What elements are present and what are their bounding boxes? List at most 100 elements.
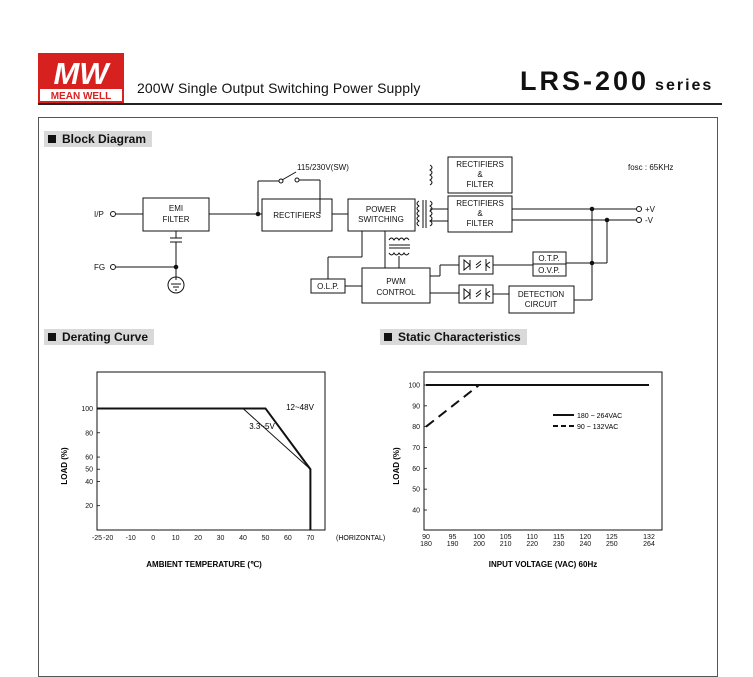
derating-y-tick: 40 xyxy=(85,479,93,486)
series-name: LRS-200 xyxy=(520,66,650,96)
derating-label-12-48v: 12~48V xyxy=(286,403,314,412)
static-y-tick: 80 xyxy=(412,424,420,431)
derating-x-tick: 40 xyxy=(239,535,247,542)
doc-subtitle: 200W Single Output Switching Power Suppl… xyxy=(137,80,421,96)
derating-y-tick: 50 xyxy=(85,467,93,474)
static-x-tick: 190 xyxy=(447,541,459,548)
derating-x-tick: 30 xyxy=(217,535,225,542)
emi-label: EMI xyxy=(169,204,183,213)
ovp-label: O.V.P. xyxy=(538,266,560,275)
derating-x-suffix: (HORIZONTAL) xyxy=(336,535,385,542)
section-title: Block Diagram xyxy=(62,132,147,146)
olp-label: O.L.P. xyxy=(317,282,339,291)
static-x-tick: 95 xyxy=(449,534,457,541)
fg-label: FG xyxy=(94,263,105,272)
power-label: SWITCHING xyxy=(358,215,404,224)
detection-label: CIRCUIT xyxy=(525,300,558,309)
legend-label: 180 ~ 264VAC xyxy=(577,413,622,420)
svg-text:MEAN WELL: MEAN WELL xyxy=(51,91,112,102)
static-y-tick: 70 xyxy=(412,445,420,452)
static-series-line xyxy=(425,384,649,428)
static-x-tick: 132 xyxy=(643,534,655,541)
switch-label: 115/230V(SW) xyxy=(297,163,349,172)
static-y-tick: 60 xyxy=(412,466,420,473)
series-title: LRS-200 series xyxy=(520,66,713,97)
pwm-label: CONTROL xyxy=(376,288,416,297)
static-x-ticks: 9018095190100200105210110220115230120240… xyxy=(420,534,655,548)
series-suffix: series xyxy=(655,77,714,94)
derating-x-ticks: -25-20 -10 0 10 20 30 40 50 60 70 xyxy=(92,535,314,542)
static-x-tick: 230 xyxy=(553,541,565,548)
derating-y-tick: 80 xyxy=(85,430,93,437)
static-y-tick: 50 xyxy=(412,487,420,494)
rf-top-label: & xyxy=(477,170,483,179)
derating-series-line xyxy=(97,407,312,530)
derating-x-label: AMBIENT TEMPERATURE (℃) xyxy=(146,560,262,569)
mean-well-logo: MW MEAN WELL xyxy=(38,53,124,103)
derating-y-tick: 60 xyxy=(85,455,93,462)
derating-x-tick: 10 xyxy=(172,535,180,542)
header-rule xyxy=(38,103,722,105)
static-x-tick: 180 xyxy=(420,541,432,548)
block-diagram-text: I/P FG EMI FILTER 115/230V(SW) RECTIFIER… xyxy=(94,160,673,309)
derating-x-tick: -25 xyxy=(92,535,102,542)
static-x-label: INPUT VOLTAGE (VAC) 60Hz xyxy=(489,560,597,569)
detection-label: DETECTION xyxy=(518,290,564,299)
static-x-tick: 105 xyxy=(500,534,512,541)
ip-label: I/P xyxy=(94,210,104,219)
static-x-tick: 110 xyxy=(527,534,538,541)
power-switching-box xyxy=(347,198,416,232)
static-legend: 180 ~ 264VAC 90 ~ 132VAC xyxy=(553,413,622,431)
derating-plot-frame xyxy=(96,371,326,531)
static-x-tick: 115 xyxy=(553,534,564,541)
static-y-tick: 100 xyxy=(408,383,420,390)
ovp-box xyxy=(532,263,567,277)
derating-x-tick: 0 xyxy=(151,535,155,542)
derating-y-tick: 100 xyxy=(81,406,93,413)
static-x-tick: 210 xyxy=(500,541,512,548)
rf-main-label: & xyxy=(477,209,483,218)
static-x-tick: 250 xyxy=(606,541,618,548)
rf-top-label: RECTIFIERS xyxy=(456,160,504,169)
derating-label-3-5v: 3.3~5V xyxy=(249,422,275,431)
derating-x-tick: 20 xyxy=(194,535,202,542)
section-label-block-diagram: Block Diagram xyxy=(44,131,153,147)
legend-label: 90 ~ 132VAC xyxy=(577,424,618,431)
static-y-tick: 90 xyxy=(412,403,420,410)
power-label: POWER xyxy=(366,205,396,214)
static-y-label: LOAD (%) xyxy=(392,447,401,485)
derating-series xyxy=(97,407,312,530)
derating-x-tick: 50 xyxy=(262,535,270,542)
section-title: Static Characteristics xyxy=(398,330,521,344)
fosc-label: fosc : 65KHz xyxy=(628,163,673,172)
derating-series-line xyxy=(97,407,311,470)
static-x-tick: 100 xyxy=(473,534,485,541)
rf-main-label: FILTER xyxy=(467,219,494,228)
detection-circuit-box xyxy=(508,285,575,314)
static-x-tick: 90 xyxy=(422,534,430,541)
pwm-label: PWM xyxy=(386,277,406,286)
derating-x-tick: 60 xyxy=(284,535,292,542)
emi-label: FILTER xyxy=(163,215,190,224)
static-plot-frame xyxy=(423,371,663,531)
rf-top-label: FILTER xyxy=(467,180,494,189)
out-neg-label: -V xyxy=(645,216,654,225)
svg-text:MW: MW xyxy=(53,56,111,91)
derating-y-tick: 20 xyxy=(85,503,93,510)
rectifiers-box xyxy=(261,198,333,232)
derating-x-tick: -10 xyxy=(126,535,136,542)
derating-chart: 100 80 60 50 40 20 -25-20 -10 0 10 20 30 40 50 60 70 (… xyxy=(60,371,385,569)
static-y-tick: 40 xyxy=(412,508,420,515)
rectifiers-filter-top-box xyxy=(447,156,513,194)
rectifiers-label: RECTIFIERS xyxy=(273,211,321,220)
out-pos-label: +V xyxy=(645,205,656,214)
rectifiers-filter-main-box xyxy=(447,195,513,233)
derating-x-tick: -20 xyxy=(103,535,113,542)
section-label-static: Static Characteristics xyxy=(380,329,527,345)
static-x-tick: 264 xyxy=(643,541,655,548)
derating-x-tick: 70 xyxy=(307,535,315,542)
static-series xyxy=(425,384,649,428)
section-title: Derating Curve xyxy=(62,330,149,344)
